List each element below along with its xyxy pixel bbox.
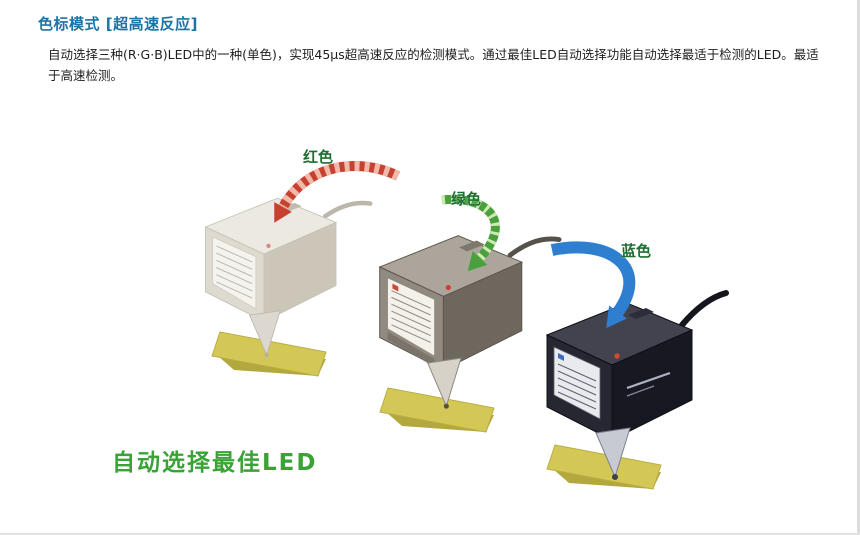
auto-select-caption: 自动选择最佳LED	[112, 450, 318, 476]
page-title: 色标模式 [超高速反应]	[38, 15, 198, 33]
tape-right	[546, 444, 662, 490]
sensor-left	[204, 197, 373, 357]
tape-left	[211, 331, 327, 377]
red-arrow	[274, 161, 401, 223]
sensor-illustration	[70, 100, 790, 520]
illustration-canvas	[204, 161, 729, 490]
green-arrow	[441, 194, 500, 272]
tape-middle	[379, 387, 495, 433]
sensor-middle	[378, 235, 562, 409]
sensor-right	[545, 290, 729, 480]
green-led-label: 绿色	[451, 190, 482, 208]
description-text: 自动选择三种(R·G·B)LED中的一种(单色)，实现45μs超高速反应的检测模…	[48, 47, 819, 83]
red-led-label: 红色	[303, 148, 334, 166]
blue-led-label: 蓝色	[621, 242, 652, 260]
blue-arrow	[550, 241, 636, 329]
page-right-edge	[857, 0, 860, 535]
page-bottom-edge	[0, 533, 860, 535]
